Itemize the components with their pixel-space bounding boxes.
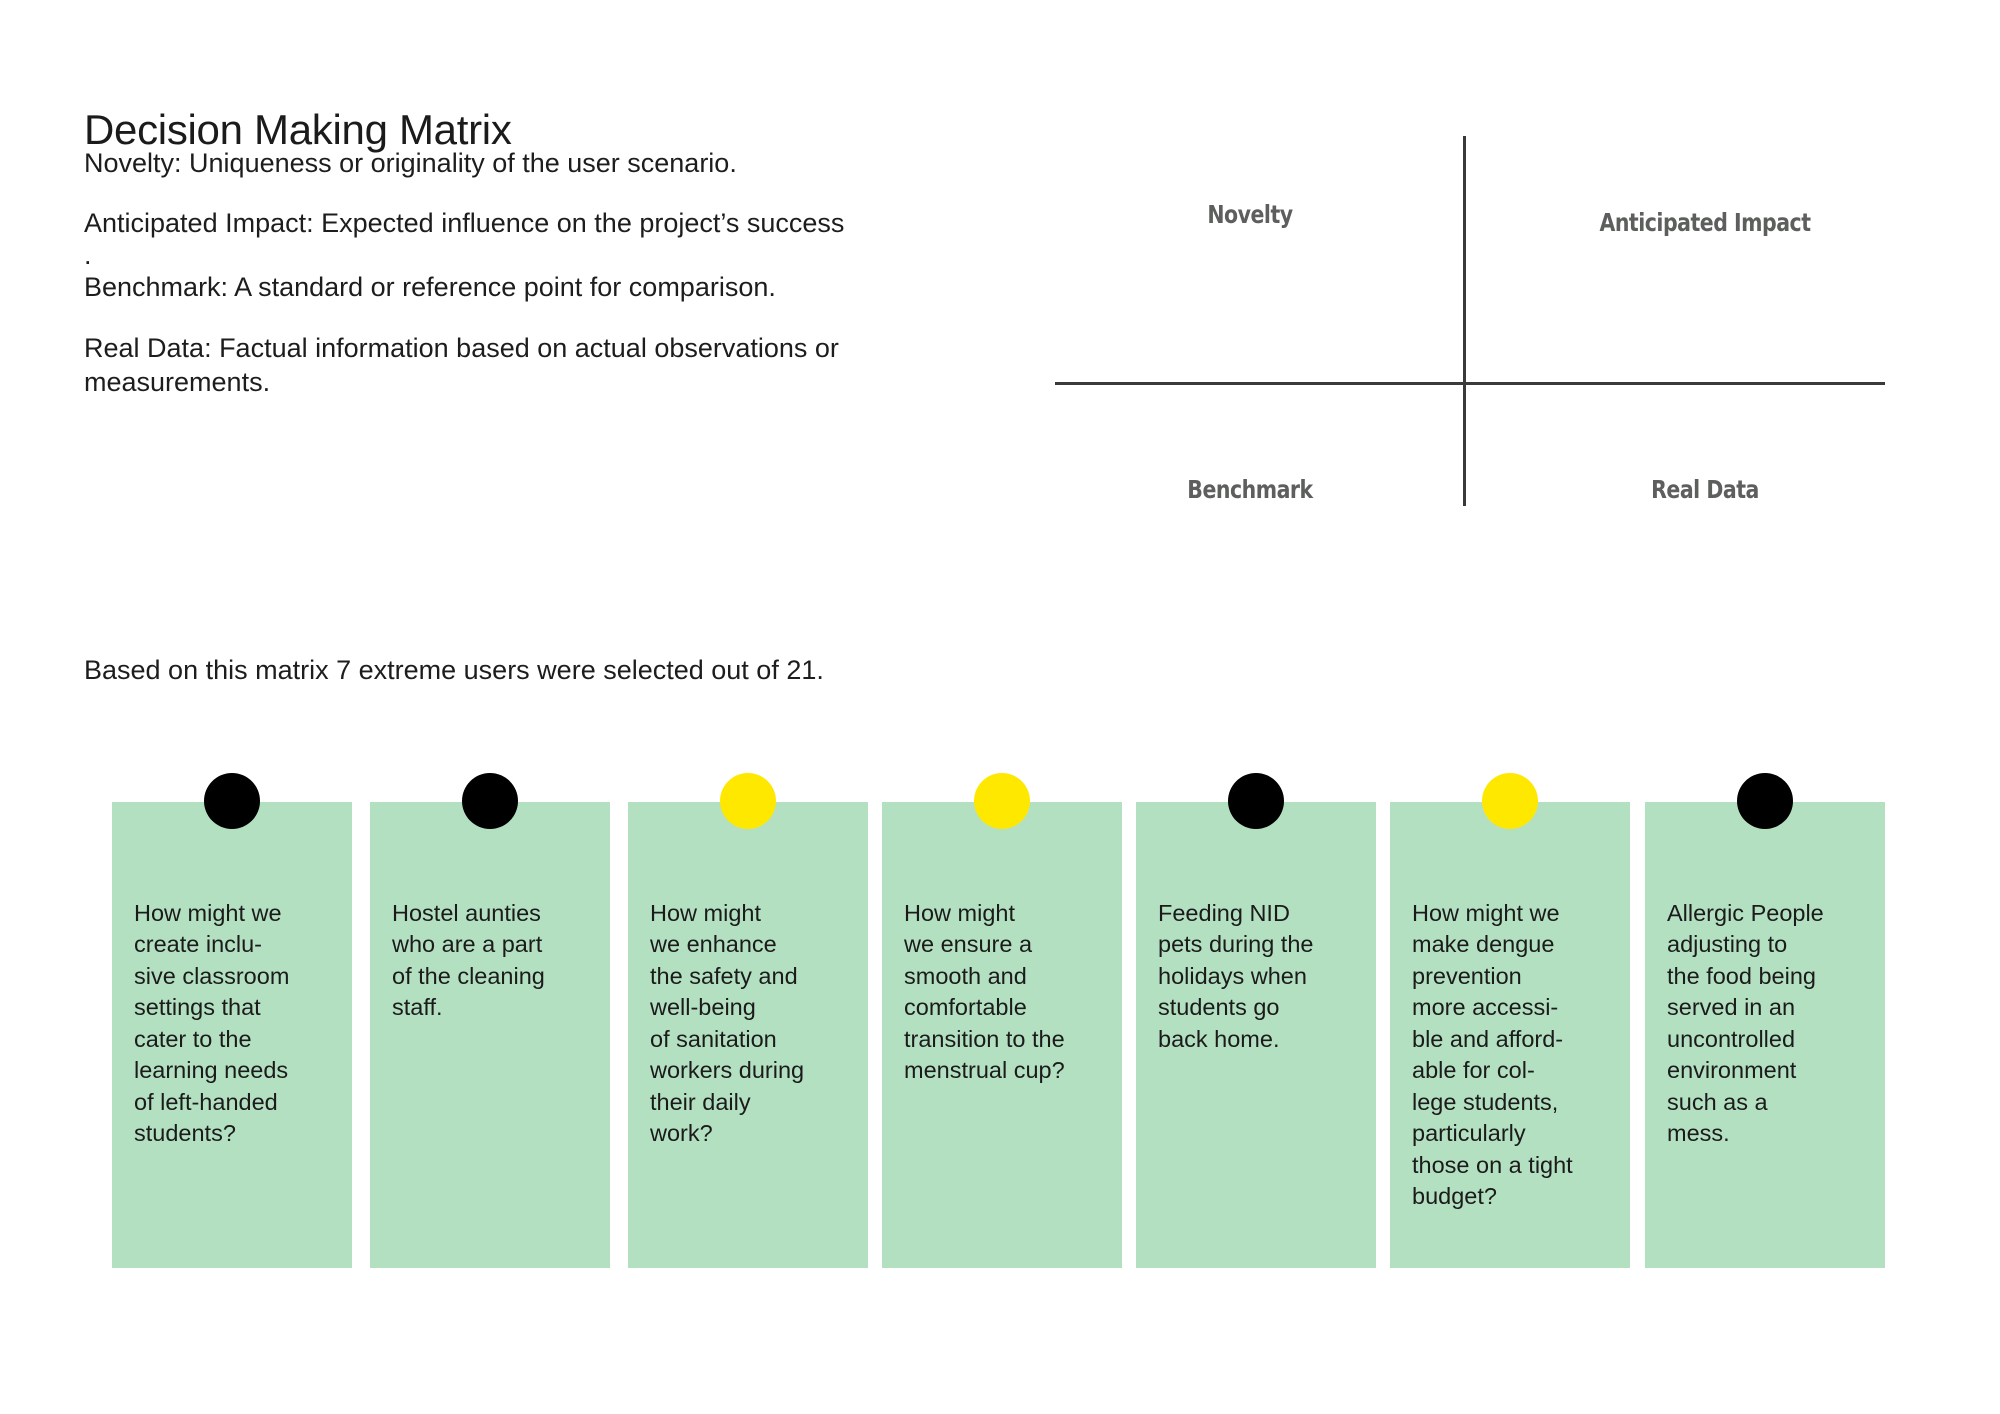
black-dot-icon [1228,773,1284,829]
card-text: Hostel aunties who are a part of the cle… [392,900,545,1021]
card-text: Feeding NID pets during the holidays whe… [1158,900,1314,1052]
yellow-dot-icon [1482,773,1538,829]
quadrant-label-novelty: Novelty [1207,200,1293,229]
card-text: How might we ensure a smooth and comfort… [904,900,1065,1084]
decision-matrix-diagram: Novelty Anticipated Impact Benchmark Rea… [1055,120,1885,510]
black-dot-icon [1737,773,1793,829]
extreme-user-card[interactable]: Allergic People adjusting to the food be… [1645,802,1885,1268]
matrix-horizontal-axis [1055,382,1885,385]
definitions-block: Novelty: Uniqueness or originality of th… [84,146,984,425]
yellow-dot-icon [720,773,776,829]
extreme-user-card[interactable]: Hostel aunties who are a part of the cle… [370,802,610,1268]
extreme-user-card[interactable]: How might we create inclu- sive classroo… [112,802,352,1268]
extreme-user-card[interactable]: How might we ensure a smooth and comfort… [882,802,1122,1268]
quadrant-label-benchmark: Benchmark [1187,475,1313,504]
card-text: How might we create inclu- sive classroo… [134,900,290,1147]
definition-anticipated-impact: Anticipated Impact: Expected influence o… [84,208,845,239]
definition-benchmark: Benchmark: A standard or reference point… [84,272,776,303]
card-text: How might we enhance the safety and well… [650,900,805,1147]
extreme-user-card[interactable]: How might we enhance the safety and well… [628,802,868,1268]
quadrant-label-anticipated-impact: Anticipated Impact [1599,208,1811,237]
card-text: How might we make dengue prevention more… [1412,900,1573,1210]
quadrant-label-real-data: Real Data [1651,475,1759,504]
page-title: Decision Making Matrix [84,106,512,154]
matrix-vertical-axis [1463,136,1466,506]
yellow-dot-icon [974,773,1030,829]
extreme-user-card[interactable]: How might we make dengue prevention more… [1390,802,1630,1268]
definition-novelty: Novelty: Uniqueness or originality of th… [84,148,737,178]
selection-summary: Based on this matrix 7 extreme users wer… [84,655,824,685]
card-text: Allergic People adjusting to the food be… [1667,900,1824,1147]
extreme-user-card[interactable]: Feeding NID pets during the holidays whe… [1136,802,1376,1268]
definition-real-data: Real Data: Factual information based on … [84,332,839,397]
black-dot-icon [204,773,260,829]
black-dot-icon [462,773,518,829]
definition-separator-dot: . [84,239,92,270]
